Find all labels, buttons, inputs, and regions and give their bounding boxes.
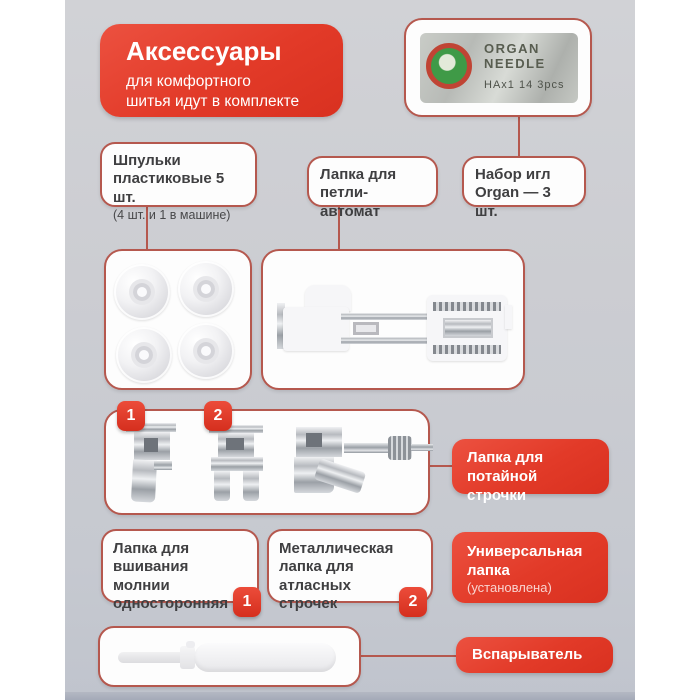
zipper-foot-bar	[126, 423, 176, 432]
ripper-tip	[118, 652, 188, 663]
blindhem-foot-rod	[344, 443, 390, 453]
seam-ripper-photo-card	[98, 626, 361, 687]
universal-label-card: Универсальная лапка (установлена)	[452, 532, 608, 603]
header-card: Аксессуары для комфортного шитья идут в …	[100, 24, 343, 117]
connector-blindhem-foot	[428, 465, 454, 467]
foot-rail-bottom	[341, 337, 437, 344]
satin-label-line3: строчек	[279, 594, 338, 612]
foot-left-body	[283, 307, 349, 351]
foot-slider-bottom-strip	[433, 345, 501, 354]
needle-pack-image: ORGAN NEEDLE HAx1 14 3pcs	[420, 33, 578, 103]
blindhem-foot-image	[294, 421, 433, 509]
zipper-foot-heel	[154, 461, 172, 470]
ripper-nub	[186, 641, 195, 648]
satin-foot-toe-left	[214, 471, 230, 501]
bobbins-label-line1: Шпульки	[113, 152, 181, 169]
buttonhole-foot-photo-card	[261, 249, 525, 390]
universal-label-note: (установлена)	[467, 580, 552, 596]
satin-foot-slot	[226, 438, 244, 450]
blindhem-label-line2: потайной строчки	[467, 468, 538, 505]
blindhem-label-line1: Лапка для	[467, 449, 544, 466]
zipper-label-card: Лапка для вшивания молнии односторонняя	[101, 529, 259, 612]
zipper-label-line1: Лапка для	[113, 540, 190, 557]
buttonhole-label-line1: Лапка для	[320, 166, 397, 183]
foot-end-tab	[505, 305, 512, 329]
foot-window	[353, 322, 379, 335]
presser-feet-photo-card	[104, 409, 433, 515]
buttonhole-label-line2: петли-автомат	[320, 184, 381, 220]
ripper-collar	[180, 646, 195, 669]
ripper-label-card: Вспарыватель	[456, 637, 613, 673]
satin-foot-image	[207, 421, 267, 509]
universal-label-line2: лапка	[467, 562, 510, 580]
blindhem-label-card: Лапка для потайной строчки	[452, 439, 609, 504]
connector-buttonhole-foot	[338, 205, 340, 251]
bobbin-image	[178, 261, 234, 317]
blindhem-foot-pin	[411, 444, 433, 451]
zipper-foot-slot	[144, 438, 158, 452]
bobbin-image	[178, 323, 234, 379]
needles-label-line1: Набор игл	[475, 166, 551, 183]
badge-2: 2	[204, 401, 232, 431]
ripper-body	[194, 643, 336, 672]
needles-label-card: Набор игл Organ — 3 шт.	[462, 156, 586, 220]
header-subtitle-line2: шитья идут в комплекте	[126, 92, 300, 110]
zipper-foot-image	[124, 421, 180, 509]
blindhem-foot-slot	[306, 433, 322, 447]
satin-label-line2: лапка для атласных	[279, 558, 354, 594]
bobbins-label-note: (4 шт. и 1 в машине)	[113, 207, 231, 222]
foot-rail-top	[341, 313, 437, 320]
satin-foot-plate	[211, 457, 263, 471]
brand-line2: NEEDLE	[484, 55, 546, 71]
badge-1: 1	[233, 587, 261, 617]
organ-logo-icon	[426, 43, 472, 89]
badge-2: 2	[399, 587, 427, 617]
bobbin-image	[116, 327, 172, 383]
page-title: Аксессуары	[126, 36, 282, 66]
satin-foot-bar	[209, 425, 263, 433]
foot-slider-top-strip	[433, 302, 501, 311]
needles-label-line2: Organ — 3 шт.	[475, 184, 551, 220]
buttonhole-foot-image	[277, 285, 512, 363]
foot-left-bracket	[277, 303, 285, 349]
connector-needles	[518, 116, 520, 158]
ripper-label: Вспарыватель	[472, 646, 583, 663]
foot-slider-window	[443, 318, 493, 338]
needle-pack-brand: ORGAN NEEDLE	[484, 41, 546, 72]
bobbins-label-card: Шпульки пластиковые 5 шт. (4 шт. и 1 в м…	[100, 142, 257, 222]
satin-foot-toe-right	[243, 471, 259, 501]
badge-1: 1	[117, 401, 145, 431]
foot-hump	[305, 285, 351, 311]
needle-pack-spec: HAx1 14 3pcs	[484, 79, 565, 91]
bottom-shadow-band	[65, 692, 635, 700]
bobbins-label-line2: пластиковые 5 шт.	[113, 170, 225, 206]
satin-label-line1: Металлическая	[279, 540, 394, 557]
bobbin-image	[114, 264, 170, 320]
buttonhole-label-card: Лапка для петли-автомат	[307, 156, 438, 220]
bobbins-photo-card	[104, 249, 252, 390]
zipper-label-line2: вшивания молнии	[113, 558, 189, 594]
blindhem-foot-knob	[388, 436, 412, 460]
connector-bobbins	[146, 205, 148, 251]
connector-seam-ripper	[360, 655, 458, 657]
needle-pack-card: ORGAN NEEDLE HAx1 14 3pcs	[404, 18, 592, 117]
universal-label-line1: Универсальная	[467, 543, 583, 560]
zipper-label-line3: односторонняя	[113, 594, 229, 612]
seam-ripper-image	[118, 640, 340, 674]
brand-line1: ORGAN	[484, 41, 540, 56]
header-subtitle-line1: для комфортного	[126, 72, 251, 90]
